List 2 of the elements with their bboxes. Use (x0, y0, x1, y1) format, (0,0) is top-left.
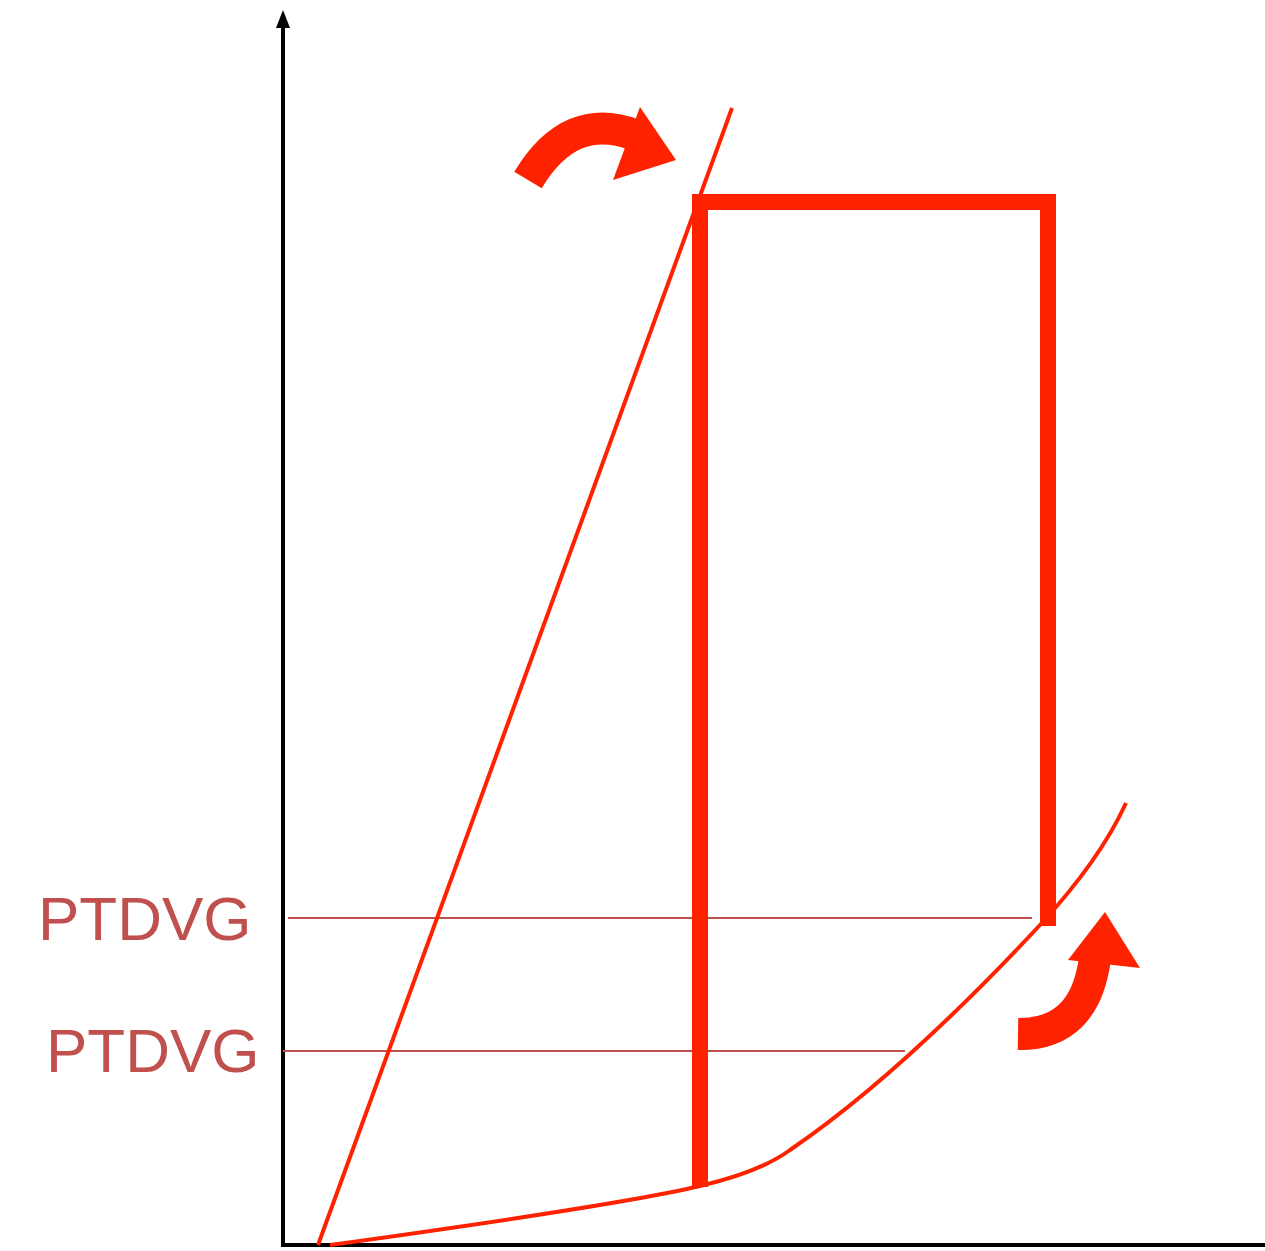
axis-label: PTDVG (38, 888, 252, 950)
axis-label: PTDVG (46, 1020, 260, 1082)
